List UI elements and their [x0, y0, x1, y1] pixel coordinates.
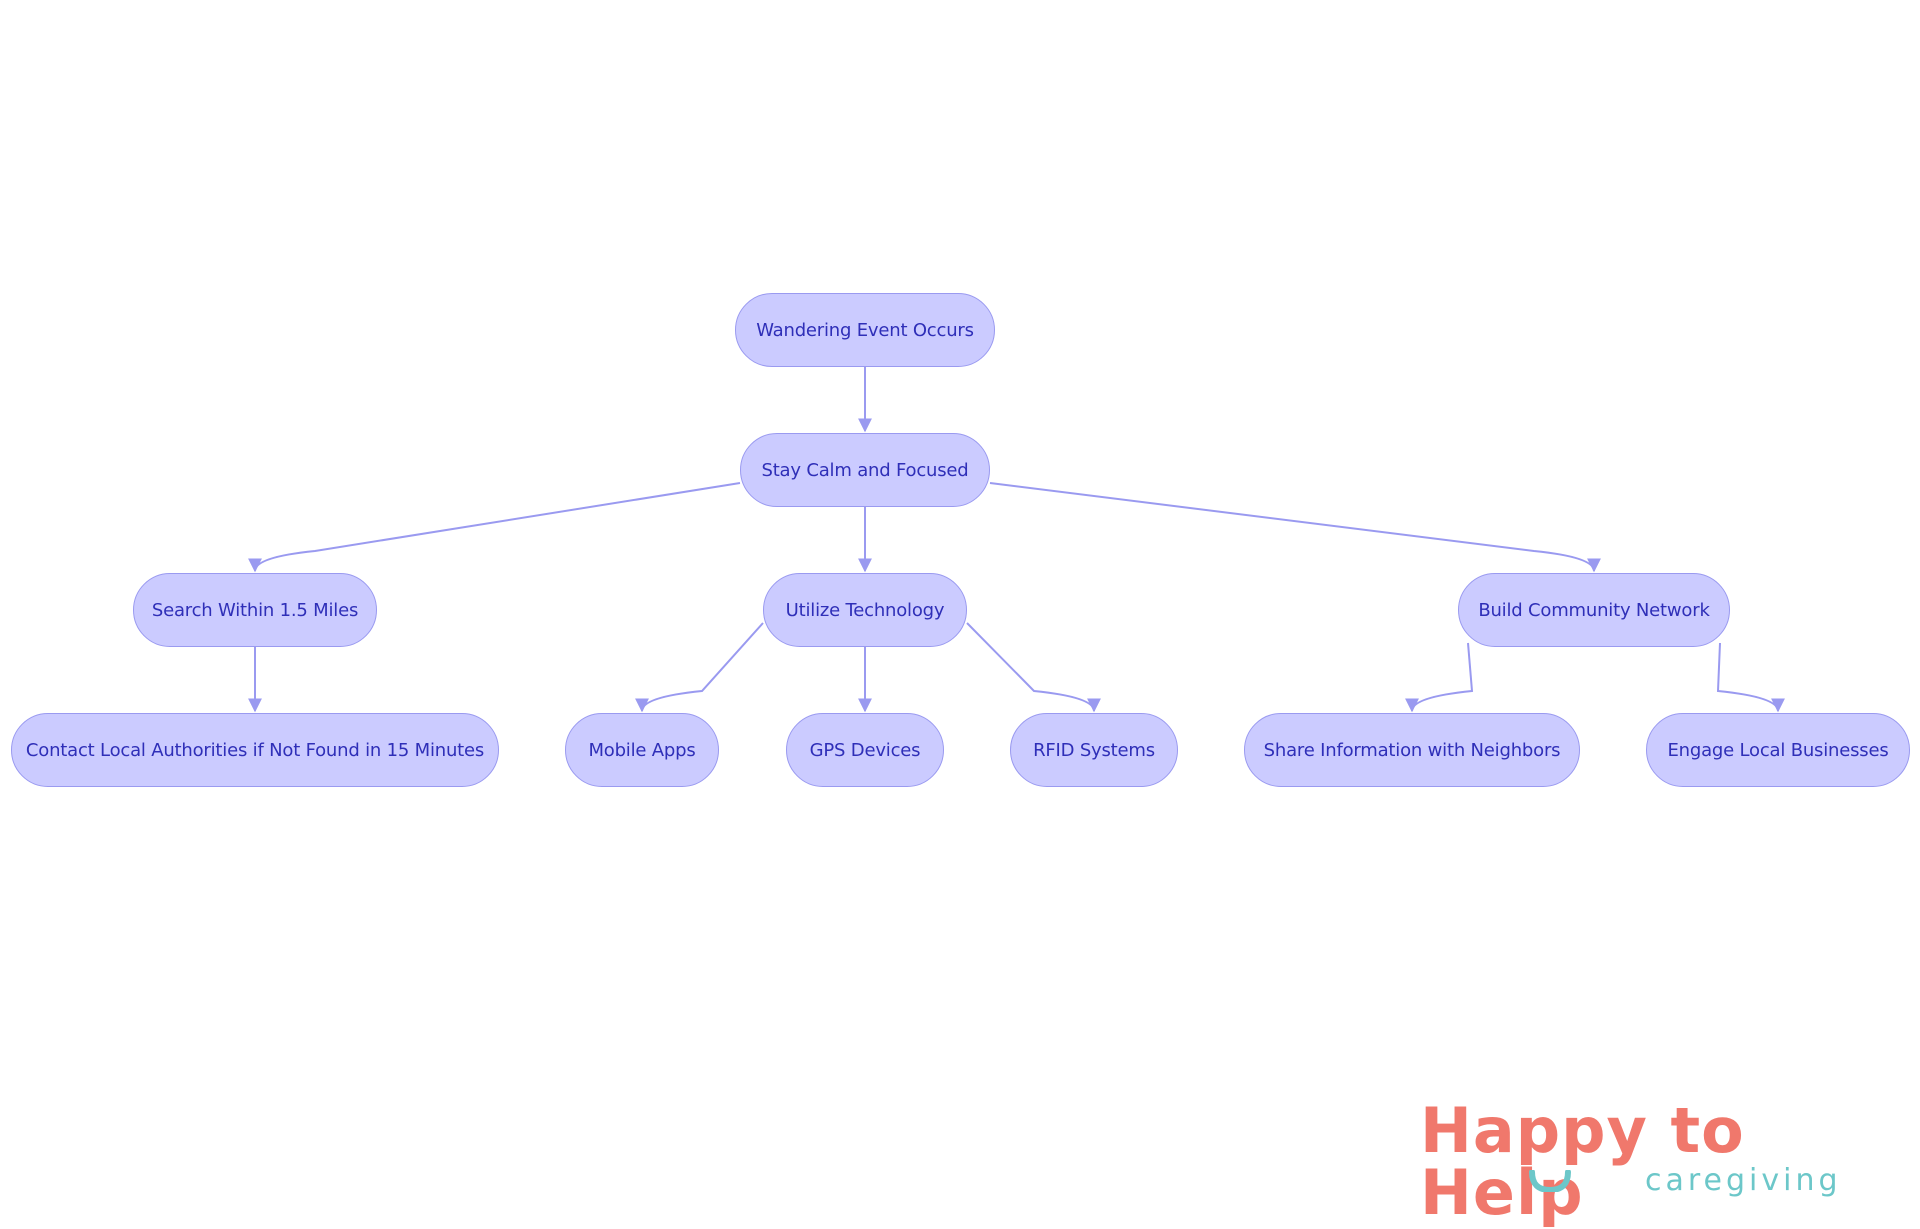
logo-brand-text: Happy to Help: [1420, 1094, 1745, 1229]
logo-tagline: caregiving: [1645, 1163, 1842, 1198]
node-gps-devices: GPS Devices: [786, 713, 944, 787]
node-contact-authorities: Contact Local Authorities if Not Found i…: [11, 713, 499, 787]
edge-calm-to-search: [248, 482, 741, 573]
node-rfid-systems: RFID Systems: [1010, 713, 1178, 787]
node-share-neighbors: Share Information with Neighbors: [1244, 713, 1580, 787]
edge-community-to-neighbors: [1405, 642, 1474, 713]
edge-technology-to-mobile: [635, 622, 764, 713]
edge-community-to-businesses: [1716, 642, 1785, 713]
node-engage-businesses: Engage Local Businesses: [1646, 713, 1910, 787]
node-stay-calm: Stay Calm and Focused: [740, 433, 990, 507]
edge-technology-to-rfid: [966, 622, 1101, 713]
node-mobile-apps: Mobile Apps: [565, 713, 719, 787]
edge-calm-to-community: [989, 482, 1601, 573]
node-wandering-event: Wandering Event Occurs: [735, 293, 995, 367]
node-utilize-technology: Utilize Technology: [763, 573, 967, 647]
node-search-radius: Search Within 1.5 Miles: [133, 573, 377, 647]
node-community-network: Build Community Network: [1458, 573, 1730, 647]
brand-logo: Happy to Help caregiving: [1420, 1100, 1880, 1224]
smile-icon: [1529, 1170, 1571, 1192]
